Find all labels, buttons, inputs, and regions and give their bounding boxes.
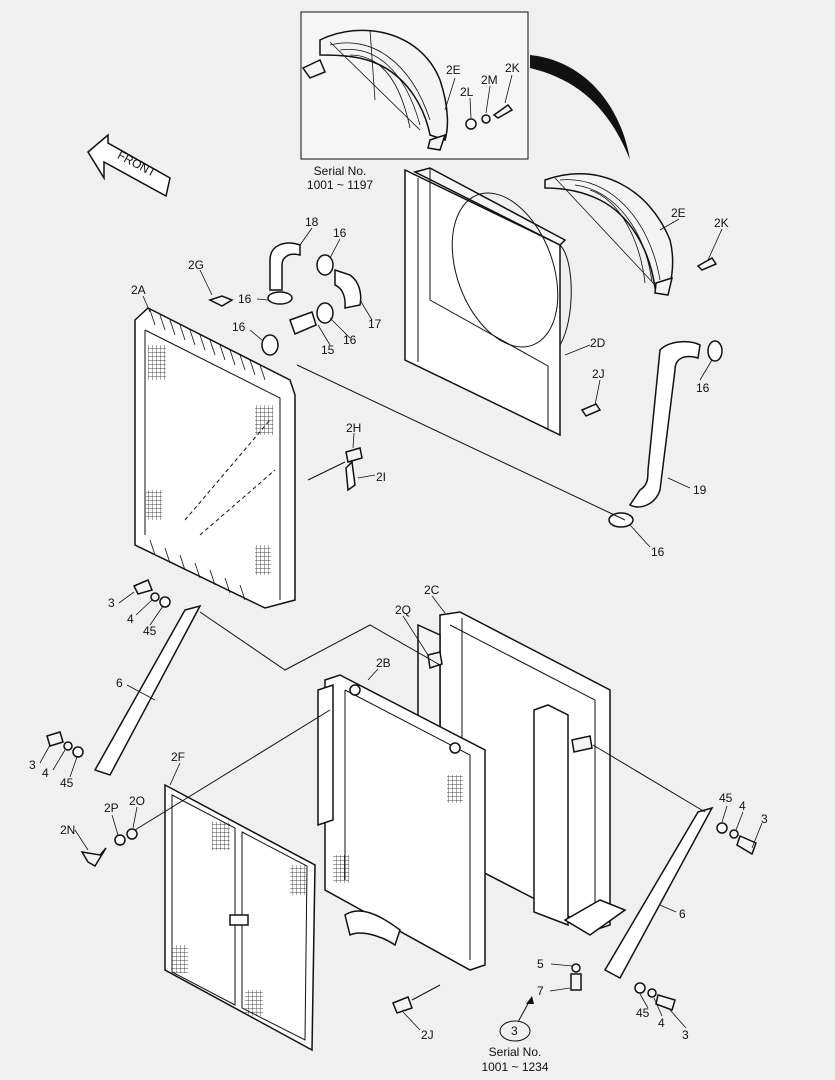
callout-2N: 2N — [60, 823, 75, 837]
callout-3: 3 — [108, 596, 115, 610]
callout-45: 45 — [636, 1006, 650, 1020]
callout-2J: 2J — [421, 1028, 434, 1042]
callout-2H: 2H — [346, 421, 361, 435]
callout-45: 45 — [143, 624, 157, 638]
oil-cooler-2B — [317, 674, 486, 971]
stay-6-right — [603, 806, 714, 980]
callout-2G: 2G — [188, 258, 204, 272]
callout-2K: 2K — [505, 61, 520, 75]
inset-serial-label: Serial No. — [314, 164, 367, 178]
callout-2L: 2L — [460, 85, 474, 99]
callout-16: 16 — [343, 333, 357, 347]
callout-16: 16 — [333, 226, 347, 240]
callout-4: 4 — [42, 766, 49, 780]
stay-6-left — [93, 604, 202, 776]
callout-18: 18 — [305, 215, 319, 229]
callout-16: 16 — [696, 381, 710, 395]
callout-2M: 2M — [481, 73, 498, 87]
callout-2D: 2D — [590, 336, 606, 350]
lower-hose-19 — [608, 340, 723, 528]
fasteners — [46, 579, 757, 1014]
callout-19: 19 — [693, 483, 707, 497]
serial-inset — [300, 11, 529, 160]
fan-shroud-frame-2D — [404, 167, 572, 437]
callout-15: 15 — [321, 343, 335, 357]
serial-notes: Serial No. 1001 ~ 1197 Serial No. 1001 ~… — [307, 164, 549, 1074]
callout-3: 3 — [29, 758, 36, 772]
callout-17: 17 — [368, 317, 382, 331]
ref-3-oval — [499, 1020, 531, 1042]
callout-16: 16 — [232, 320, 246, 334]
callout-6: 6 — [116, 676, 123, 690]
callout-2I: 2I — [376, 470, 386, 484]
callout-2C: 2C — [424, 583, 440, 597]
callout-2E: 2E — [671, 206, 686, 220]
callout-4: 4 — [739, 799, 746, 813]
callout-6: 6 — [679, 907, 686, 921]
callout-3: 3 — [682, 1028, 689, 1042]
front-arrow: FRONT — [87, 133, 171, 198]
radiator-2A — [134, 307, 296, 609]
callout-7: 7 — [537, 984, 544, 998]
callout-4: 4 — [127, 612, 134, 626]
screen-2F — [164, 783, 316, 1052]
callout-labels: 2E 2L 2M 2K 2E 2K 18 16 2G 2A 16 17 16 1… — [29, 61, 768, 1042]
bolt-2K — [696, 257, 718, 271]
footer-serial-label: Serial No. — [489, 1045, 542, 1059]
callout-16: 16 — [651, 545, 665, 559]
callout-2J: 2J — [592, 367, 605, 381]
callout-45: 45 — [60, 776, 74, 790]
cap-2G — [208, 295, 234, 307]
fan-guard — [544, 172, 674, 296]
callout-2B: 2B — [376, 656, 391, 670]
callout-2P: 2P — [104, 801, 119, 815]
curved-arrow — [530, 55, 630, 160]
bolt-2J — [580, 403, 602, 417]
callout-45: 45 — [719, 791, 733, 805]
callout-2K: 2K — [714, 216, 729, 230]
fan-guard-inset — [301, 29, 449, 151]
inset-serial-range: 1001 ~ 1197 — [307, 178, 374, 192]
callout-3: 3 — [761, 812, 768, 826]
callout-2F: 2F — [171, 750, 185, 764]
callout-4: 4 — [658, 1016, 665, 1030]
callout-2O: 2O — [129, 794, 145, 808]
callout-2A: 2A — [131, 283, 146, 297]
ref-3-label: 3 — [511, 1024, 518, 1038]
footer-serial-range: 1001 ~ 1234 — [481, 1060, 548, 1074]
upper-hoses — [208, 242, 362, 356]
callout-2Q: 2Q — [395, 603, 411, 617]
callout-2E: 2E — [446, 63, 461, 77]
bracket — [571, 735, 593, 753]
bracket-2H — [345, 447, 363, 492]
callout-5: 5 — [537, 957, 544, 971]
callout-16: 16 — [238, 292, 252, 306]
